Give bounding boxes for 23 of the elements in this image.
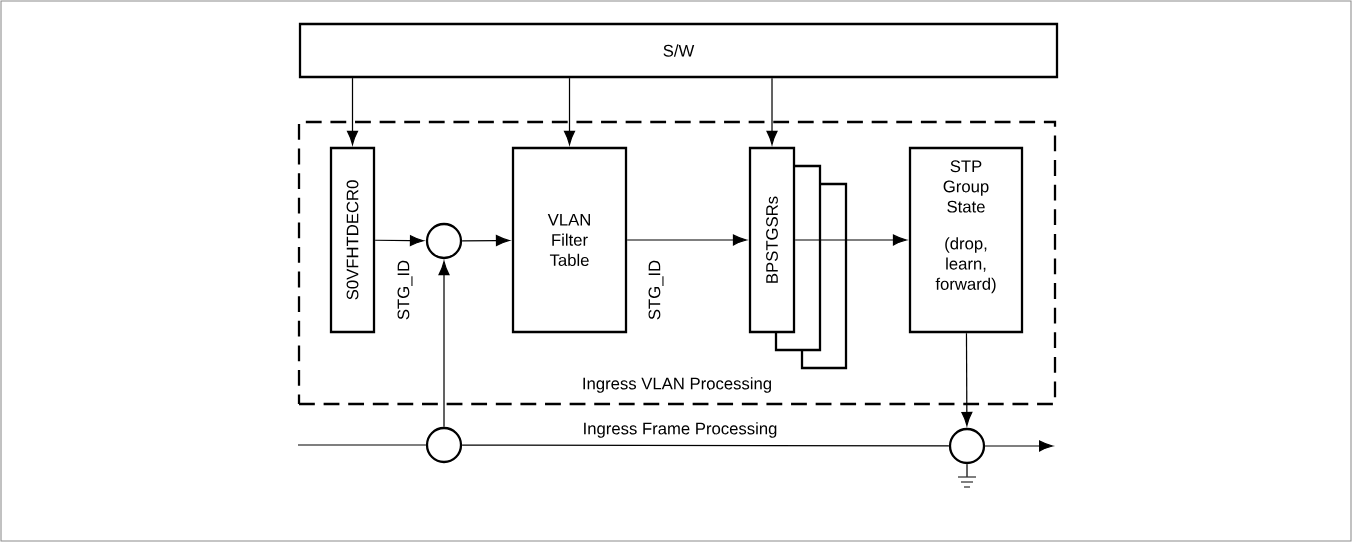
arrow [374,235,424,247]
process-box: VLAN Filter Table [511,146,628,334]
edge-label: STG_ID [397,260,413,320]
node-label: BPSTGSRs [766,196,778,283]
arrow [626,234,747,246]
process-box: S/W [298,22,1059,79]
arrow [794,234,907,246]
register-stack: BPSTGSRs [748,146,848,370]
edge-label: Ingress Frame Processing [580,420,780,440]
arrow [438,261,450,428]
ground-symbol [957,476,977,488]
junction-circle [948,427,986,465]
arrow [766,77,778,145]
arrow [346,77,359,145]
junction-circle [425,222,463,260]
edge-label: STG_ID [648,260,664,320]
arrow [961,332,973,426]
process-box: STP Group State (drop, learn, forward) [908,146,1024,334]
junction-circle [425,426,463,464]
process-box: S0VFHTDECR0 [329,146,376,334]
arrow [984,440,1054,452]
arrow [461,235,510,247]
arrow [563,77,576,145]
